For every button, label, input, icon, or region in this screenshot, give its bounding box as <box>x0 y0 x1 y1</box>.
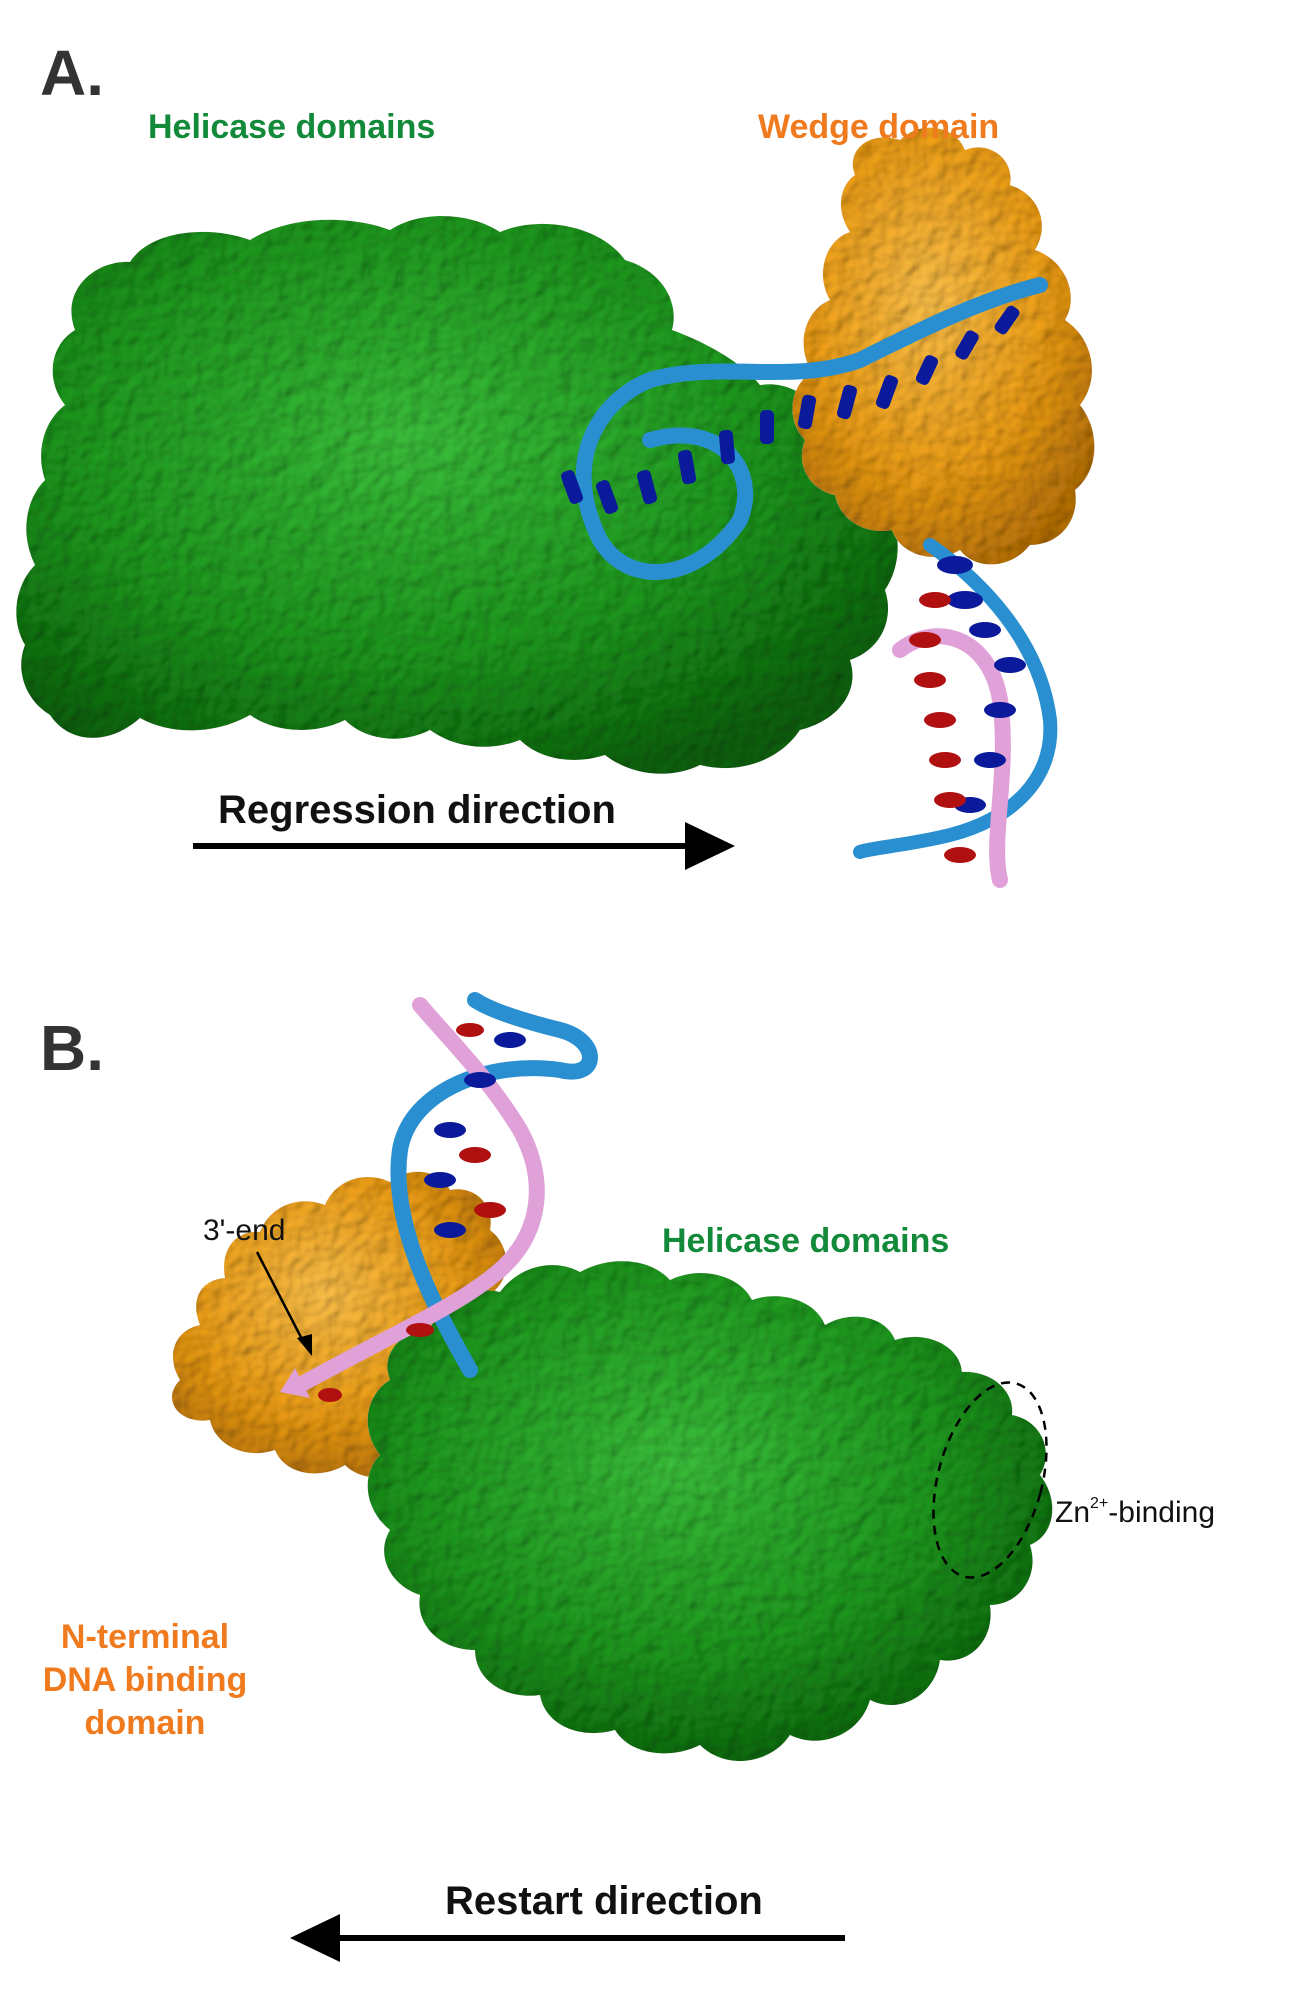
panel-b-letter: B. <box>40 1012 104 1084</box>
panel-b-three-end-label: 3'-end <box>203 1214 285 1247</box>
panel-b-nterm-line2: DNA binding <box>43 1661 248 1699</box>
panel-a-direction-arrow <box>193 822 735 870</box>
panel-a-dna <box>561 277 1058 888</box>
panel-a-pink-strand <box>892 628 1011 888</box>
panel-a-red-bases <box>909 592 976 863</box>
panel-a-blue-strand <box>575 277 1048 580</box>
panel-a: A. <box>16 37 1095 888</box>
panel-b-zn-label-sup: 2+ <box>1090 1495 1108 1512</box>
panel-b-zn-site-outline <box>932 1381 1048 1579</box>
panel-b-direction-arrow <box>290 1914 845 1962</box>
panel-b-blue-strand <box>390 992 598 1378</box>
panel-a-letter: A. <box>40 37 104 109</box>
panel-b-dna <box>280 992 598 1402</box>
panel-a-helicase-label: Helicase domains <box>148 108 435 146</box>
panel-b: B. <box>40 992 1215 1962</box>
panel-b-helicase-surface <box>367 1261 1053 1762</box>
panel-b-three-end-pointer <box>255 1251 312 1356</box>
panel-a-blue-bases <box>561 305 1026 813</box>
panel-b-zn-label-main: Zn <box>1055 1496 1090 1529</box>
panel-b-nterm-label: N-terminal DNA binding domain <box>43 1618 248 1742</box>
panel-b-nterm-line3: domain <box>85 1704 206 1742</box>
panel-a-helicase-surface <box>16 215 898 774</box>
panel-a-wedge-surface <box>792 127 1095 565</box>
panel-b-nterm-line1: N-terminal <box>61 1618 229 1656</box>
panel-b-zn-label-rest: -binding <box>1108 1496 1215 1529</box>
panel-b-blue-bases <box>424 1032 526 1238</box>
panel-a-wedge-label: Wedge domain <box>758 108 999 146</box>
panel-b-helicase-label: Helicase domains <box>662 1222 949 1260</box>
panel-b-zn-label: Zn2+-binding <box>1055 1495 1215 1529</box>
panel-b-direction-label: Restart direction <box>445 1879 763 1923</box>
panel-b-red-bases <box>318 1023 506 1402</box>
panel-a-direction-label: Regression direction <box>218 788 616 832</box>
